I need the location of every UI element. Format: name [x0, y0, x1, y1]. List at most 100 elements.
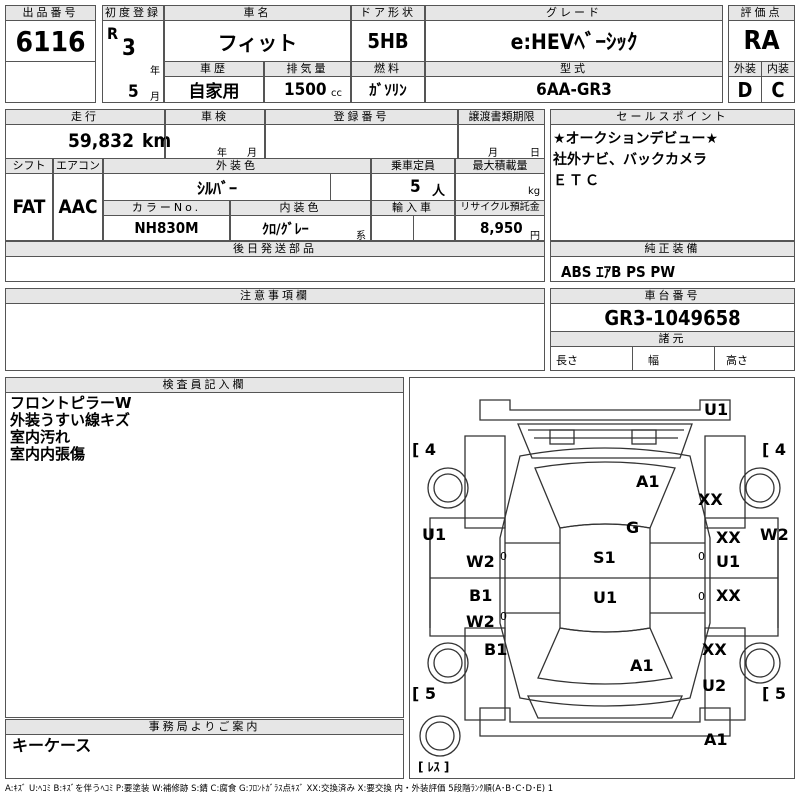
- sales-point-line: ＥＴＣ: [553, 173, 601, 189]
- length-label: 長さ: [556, 354, 578, 367]
- inspector-note: フロントピラーW: [10, 394, 132, 412]
- transfer-day-unit: 日: [530, 148, 540, 159]
- car-name-label: 車名: [164, 5, 351, 21]
- damage-code: U2: [702, 676, 727, 695]
- damage-code: XX: [698, 490, 723, 509]
- displacement: 1500: [284, 80, 327, 100]
- lot-number-label: 出品番号: [5, 5, 96, 21]
- damage-code: A1: [636, 472, 660, 491]
- capacity-label: 乗車定員: [371, 158, 455, 174]
- inspector-note: 室内内張傷: [10, 445, 86, 463]
- equipment: ABS ｴｱB PS PW: [550, 256, 795, 282]
- inspection-month-unit: 月: [247, 148, 257, 159]
- registration-year: 3: [122, 36, 136, 61]
- damage-code: W2: [760, 525, 789, 544]
- damage-code: [ 4: [762, 440, 787, 459]
- model-code: 6AA-GR3: [425, 76, 723, 103]
- spec-box: [550, 346, 795, 371]
- shift-label: シフト: [5, 158, 53, 174]
- first-registration-box: [102, 20, 164, 103]
- sales-point-line: ★オークションデビュー★: [553, 131, 719, 147]
- displacement-box: [264, 76, 351, 103]
- damage-code: A1: [630, 656, 654, 675]
- plate-number-label: 登録番号: [265, 109, 458, 125]
- damage-code: U1: [704, 400, 729, 419]
- interior-color-label: 内装色: [230, 200, 371, 216]
- month-unit: 月: [150, 92, 160, 103]
- aircon: AAC: [53, 173, 103, 241]
- office-notice: キーケース: [12, 736, 92, 755]
- spec-divider: [632, 346, 633, 371]
- shift: FAT: [5, 173, 53, 241]
- recycle-unit: 円: [530, 231, 540, 242]
- first-registration-label: 初度登録: [102, 5, 164, 21]
- model-code-label: 型式: [425, 61, 723, 77]
- spec-label: 諸元: [550, 331, 795, 347]
- damage-code: G: [626, 518, 640, 537]
- damage-code: [ 4: [412, 440, 437, 459]
- exterior-grade: D: [728, 76, 762, 103]
- damage-code: U1: [716, 552, 741, 571]
- car-outline: [419, 399, 781, 757]
- capacity: 5: [410, 177, 421, 197]
- damage-code: [ ﾚｽ ]: [418, 760, 450, 774]
- interior-grade: C: [761, 76, 795, 103]
- equipment-label: 純正装備: [550, 241, 795, 257]
- damage-code: XX: [716, 528, 741, 547]
- inspection-label: 車検: [165, 109, 265, 125]
- tire-mark: 0: [698, 590, 705, 603]
- height-label: 高さ: [726, 354, 748, 367]
- recycle-label: リサイクル預託金: [455, 200, 545, 216]
- legend: A:ｷｽﾞ U:ﾍｺﾐ B:ｷｽﾞを伴うﾍｺﾐ P:要塗装 W:補修跡 S:錆 …: [5, 784, 554, 794]
- sales-point-line: 社外ナビ、バックカメラ: [553, 152, 707, 168]
- width-label: 幅: [648, 354, 659, 367]
- chassis-number-label: 車台番号: [550, 288, 795, 304]
- fuel: ｶﾞｿﾘﾝ: [351, 76, 425, 103]
- overall-score: RA: [728, 20, 795, 62]
- interior-color-unit: 系: [356, 231, 366, 242]
- tire-mark: 0: [698, 550, 705, 563]
- chassis-number: GR3-1049658: [550, 303, 795, 332]
- spec-divider: [714, 346, 715, 371]
- door-type-label: ドア形状: [351, 5, 425, 21]
- plate-number-box: [265, 124, 458, 159]
- damage-code: XX: [702, 640, 727, 659]
- exterior-color-label: 外装色: [103, 158, 371, 174]
- later-parts-label: 後日発送部品: [5, 241, 545, 257]
- displacement-unit: cc: [331, 88, 342, 99]
- tire-mark: 0: [500, 550, 507, 563]
- notes-label: 注意事項欄: [5, 288, 545, 304]
- displacement-label: 排気量: [264, 61, 351, 77]
- history-label: 車歴: [164, 61, 264, 77]
- score-label: 評価点: [728, 5, 795, 21]
- damage-code: XX: [716, 586, 741, 605]
- year-unit: 年: [150, 66, 160, 77]
- mileage-label: 走行: [5, 109, 165, 125]
- interior-color-box: [230, 215, 371, 241]
- fuel-label: 燃料: [351, 61, 425, 77]
- mileage-unit: km: [142, 130, 172, 152]
- damage-diagram: U1 [ 4 [ 4 A1 XX U1 G XX W2 W2 S1 U1 XX …: [409, 377, 795, 779]
- transfer-month-unit: 月: [488, 148, 498, 159]
- max-load-label: 最大積載量: [455, 158, 545, 174]
- max-load-unit: kg: [528, 186, 541, 197]
- color-number-label: カラーNo.: [103, 200, 230, 216]
- damage-code: B1: [469, 586, 493, 605]
- damage-code: A1: [704, 730, 728, 749]
- registration-month: 5: [128, 82, 139, 102]
- grade: e:HEVﾍﾞｰｼｯｸ: [425, 20, 723, 62]
- import-divider: [413, 215, 414, 241]
- inspector-note: 室内汚れ: [10, 428, 71, 446]
- inspector-notes-label: 検査員記入欄: [5, 377, 404, 393]
- color-number: NH830M: [103, 215, 230, 241]
- sales-points-label: セールスポイント: [550, 109, 795, 125]
- grade-label: グレード: [425, 5, 723, 21]
- inspector-notes-box: フロントピラーW 外装うすい線キズ 室内汚れ 室内内張傷: [5, 392, 404, 718]
- exterior-grade-label: 外装: [728, 61, 762, 77]
- inspection-year-unit: 年: [217, 148, 227, 159]
- damage-code: U1: [593, 588, 618, 607]
- damage-code: W2: [466, 612, 495, 631]
- lot-number: 6116: [5, 20, 96, 62]
- damage-code: [ 5: [762, 684, 787, 703]
- door-type: 5HB: [351, 20, 425, 62]
